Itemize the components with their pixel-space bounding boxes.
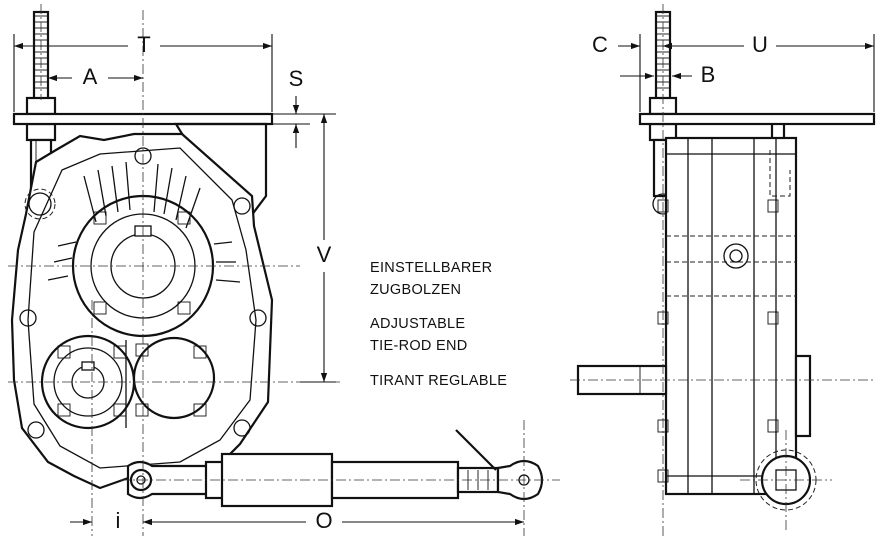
mounting-plate-side [638,112,876,126]
note-en-line2: TIE-ROD END [370,338,468,354]
gear-housing-front [10,132,274,490]
cooling-fins [47,161,241,283]
dim-i-label: i [116,508,121,533]
dim-T-label: T [137,32,150,57]
gear-housing-side [657,136,812,496]
dimensions-side: C U B [592,32,875,112]
housing-bolts [19,147,267,439]
dim-C-label: C [592,32,608,57]
dim-A-label: A [83,64,98,89]
note-de-line1: EINSTELLBARER [370,260,492,276]
centerlines-front [8,4,560,536]
dim-B-label: B [701,62,716,87]
dimensions-front: T A S V i O [13,32,524,533]
note-fr: TIRANT REGLABLE [370,373,507,389]
dim-O-label: O [315,508,332,533]
front-view: T A S V i O [8,4,560,536]
side-view: C U B [570,4,876,536]
dim-V-label: V [317,242,332,267]
dim-S-label: S [289,66,304,91]
note-en-line1: ADJUSTABLE [370,316,465,332]
dim-U-label: U [752,32,768,57]
note-de-line2: ZUGBOLZEN [370,282,461,298]
tie-rod-notes: EINSTELLBARER ZUGBOLZEN ADJUSTABLE TIE-R… [370,260,507,389]
